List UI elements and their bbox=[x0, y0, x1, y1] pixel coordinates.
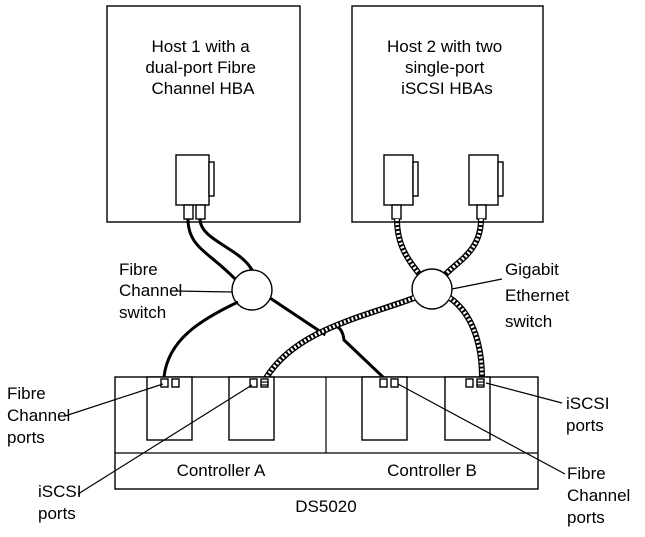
fc-ports-left-label: Fibre Channel ports bbox=[7, 384, 75, 447]
host-2-iscsi-hba-1 bbox=[383, 154, 419, 220]
fc-switch bbox=[231, 269, 273, 311]
fc-switch-label: Fibre Channel switch bbox=[119, 260, 187, 322]
eth-cable-host-2b bbox=[441, 218, 484, 279]
fc-cable-ctrl-b bbox=[269, 296, 386, 380]
eth-cable-ctrl-b bbox=[448, 295, 485, 379]
eth-cable-ctrl-a bbox=[263, 295, 416, 380]
ethernet-switch bbox=[411, 268, 453, 310]
iscsi-ports-left-label: iSCSI ports bbox=[38, 482, 86, 523]
host-1-fc-hba bbox=[175, 154, 215, 220]
ctrl-a-fc-module bbox=[146, 376, 193, 441]
eth-cable-host-2a bbox=[394, 218, 427, 282]
fc-switch-callout bbox=[174, 290, 233, 293]
controller-b-label: Controller B bbox=[387, 461, 477, 480]
fc-cable-host-1a bbox=[186, 218, 240, 284]
fc-cable-host-1b bbox=[198, 218, 254, 271]
fc-ports-right-label: Fibre Channel ports bbox=[567, 464, 635, 527]
ctrl-a-fc-ports bbox=[160, 378, 180, 388]
fc-ports-right-callout bbox=[397, 383, 566, 475]
ctrl-a-iscsi-ports bbox=[249, 378, 269, 388]
iscsi-ports-right-callout bbox=[485, 382, 563, 404]
iscsi-ports-left-callout bbox=[77, 384, 253, 495]
controller-a-label: Controller A bbox=[177, 461, 266, 480]
fc-ports-left-callout bbox=[64, 383, 164, 417]
host-2-label: Host 2 with two single-port iSCSI HBAs bbox=[387, 37, 507, 98]
ctrl-b-fc-ports bbox=[379, 378, 399, 388]
eth-switch-callout bbox=[451, 278, 503, 290]
eth-switch-label: Gigabit Ethernet switch bbox=[505, 260, 574, 331]
ctrl-b-iscsi-ports bbox=[465, 378, 485, 388]
fc-cable-ctrl-a bbox=[162, 300, 239, 378]
host-1-label: Host 1 with a dual-port Fibre Channel HB… bbox=[145, 37, 260, 98]
iscsi-ports-right-label: iSCSI ports bbox=[566, 394, 614, 435]
ds5020-label: DS5020 bbox=[295, 497, 356, 516]
host-2-iscsi-hba-2 bbox=[468, 154, 504, 220]
